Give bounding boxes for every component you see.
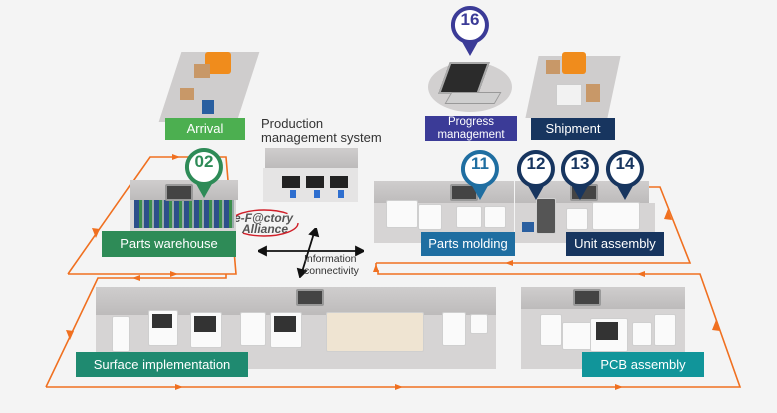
cargo-box-icon [180, 88, 194, 100]
molding-machine [386, 200, 418, 228]
cargo-box-icon [194, 64, 210, 78]
smt-screens [152, 314, 172, 328]
assembly-machine [592, 202, 640, 230]
marker-number: 11 [471, 154, 489, 173]
marker-number: 14 [615, 154, 635, 173]
logo-line: Alliance [242, 222, 289, 237]
flow-arrowhead [712, 320, 720, 331]
flow-arrowhead [615, 384, 623, 390]
forklift-icon [562, 52, 586, 74]
note-line: Production [261, 116, 324, 131]
main-flow-loop [46, 270, 742, 388]
laptop-base [444, 92, 502, 104]
chair-icon [338, 190, 344, 198]
molding-machine [456, 206, 482, 228]
forklift-icon [205, 52, 231, 74]
marker-11[interactable]: 11 [460, 150, 500, 202]
marker-number: 02 [194, 152, 214, 171]
info-connectivity-note: Information connectivity [304, 253, 359, 277]
flow-arrowhead [637, 271, 645, 277]
note-line: Information [304, 253, 357, 265]
surface-implementation-label[interactable]: Surface implementation [76, 352, 248, 377]
marker-13[interactable]: 13 [560, 150, 600, 202]
marker-number: 12 [526, 154, 546, 173]
chair-icon [290, 190, 296, 198]
smt-mounter [240, 312, 266, 346]
office-wall [265, 148, 358, 168]
assembly-machine [566, 208, 588, 230]
label-line: Progress [447, 116, 495, 129]
reflow-oven [326, 312, 424, 352]
warehouse-flow-loop [67, 156, 237, 275]
workstation-icon [306, 176, 324, 188]
marker-12[interactable]: 12 [516, 150, 556, 202]
package-icon [556, 84, 582, 106]
assembly-robot [536, 198, 556, 234]
shipment-label[interactable]: Shipment [531, 118, 615, 140]
smt-screens [274, 316, 296, 332]
progress-management-label[interactable]: Progress management [425, 116, 517, 141]
flow-arrowhead [505, 260, 513, 266]
flow-arrowhead [172, 154, 180, 160]
pcb-machine [562, 322, 592, 350]
marker-02[interactable]: 02 [184, 148, 224, 200]
chair-icon [314, 190, 320, 198]
flow-arrowhead [132, 275, 140, 281]
flow-arrowhead [373, 264, 379, 272]
pcb-wall [521, 287, 685, 309]
smt-loader [112, 316, 130, 352]
marker-number: 13 [570, 154, 590, 173]
pcb-machine [632, 322, 652, 346]
flow-arrowhead [66, 330, 74, 340]
marker-number: 16 [460, 10, 480, 29]
info-connectivity-arrows [258, 228, 364, 278]
parts-bin-icon [522, 222, 534, 232]
eff-swoosh-icon [229, 209, 299, 237]
terminal-monitor-icon [573, 289, 601, 306]
pcb-assembly-label[interactable]: PCB assembly [582, 352, 704, 377]
flow-arrowhead [170, 271, 178, 277]
smt-screens [194, 316, 216, 332]
note-line: connectivity [304, 264, 359, 277]
flow-arrowhead [664, 209, 672, 220]
parts-warehouse-label[interactable]: Parts warehouse [102, 231, 236, 257]
terminal-monitor-icon [165, 184, 193, 201]
logo-line: e-F@ctory [234, 211, 294, 225]
flow-arrowhead [395, 384, 403, 390]
unit-assembly-label[interactable]: Unit assembly [566, 232, 664, 256]
molding-machine [484, 206, 506, 228]
note-line: management system [261, 130, 382, 146]
flow-arrowhead [92, 228, 100, 238]
parts-molding-label[interactable]: Parts molding [421, 232, 515, 256]
terminal-monitor-icon [296, 289, 324, 306]
arrival-label[interactable]: Arrival [165, 118, 245, 140]
workstation-icon [330, 176, 348, 188]
marker-14[interactable]: 14 [605, 150, 645, 202]
marker-16[interactable]: 16 [450, 6, 490, 58]
cargo-box-icon [586, 84, 600, 102]
molding-machine [418, 204, 442, 230]
label-line: management [437, 128, 505, 141]
production-management-note: Production management system [261, 116, 382, 146]
smt-inspection [442, 312, 466, 346]
storage-racks [134, 200, 234, 228]
pcb-screens [596, 322, 618, 340]
flow-arrowhead [175, 384, 183, 390]
eff-alliance-logo: e-F@ctory Alliance [234, 211, 294, 237]
smt-unloader [470, 314, 488, 334]
cargo-box-icon [546, 60, 560, 74]
pcb-machine [540, 314, 562, 346]
workstation-icon [282, 176, 300, 188]
pcb-machine [654, 314, 676, 346]
terminal-icon [202, 100, 214, 114]
